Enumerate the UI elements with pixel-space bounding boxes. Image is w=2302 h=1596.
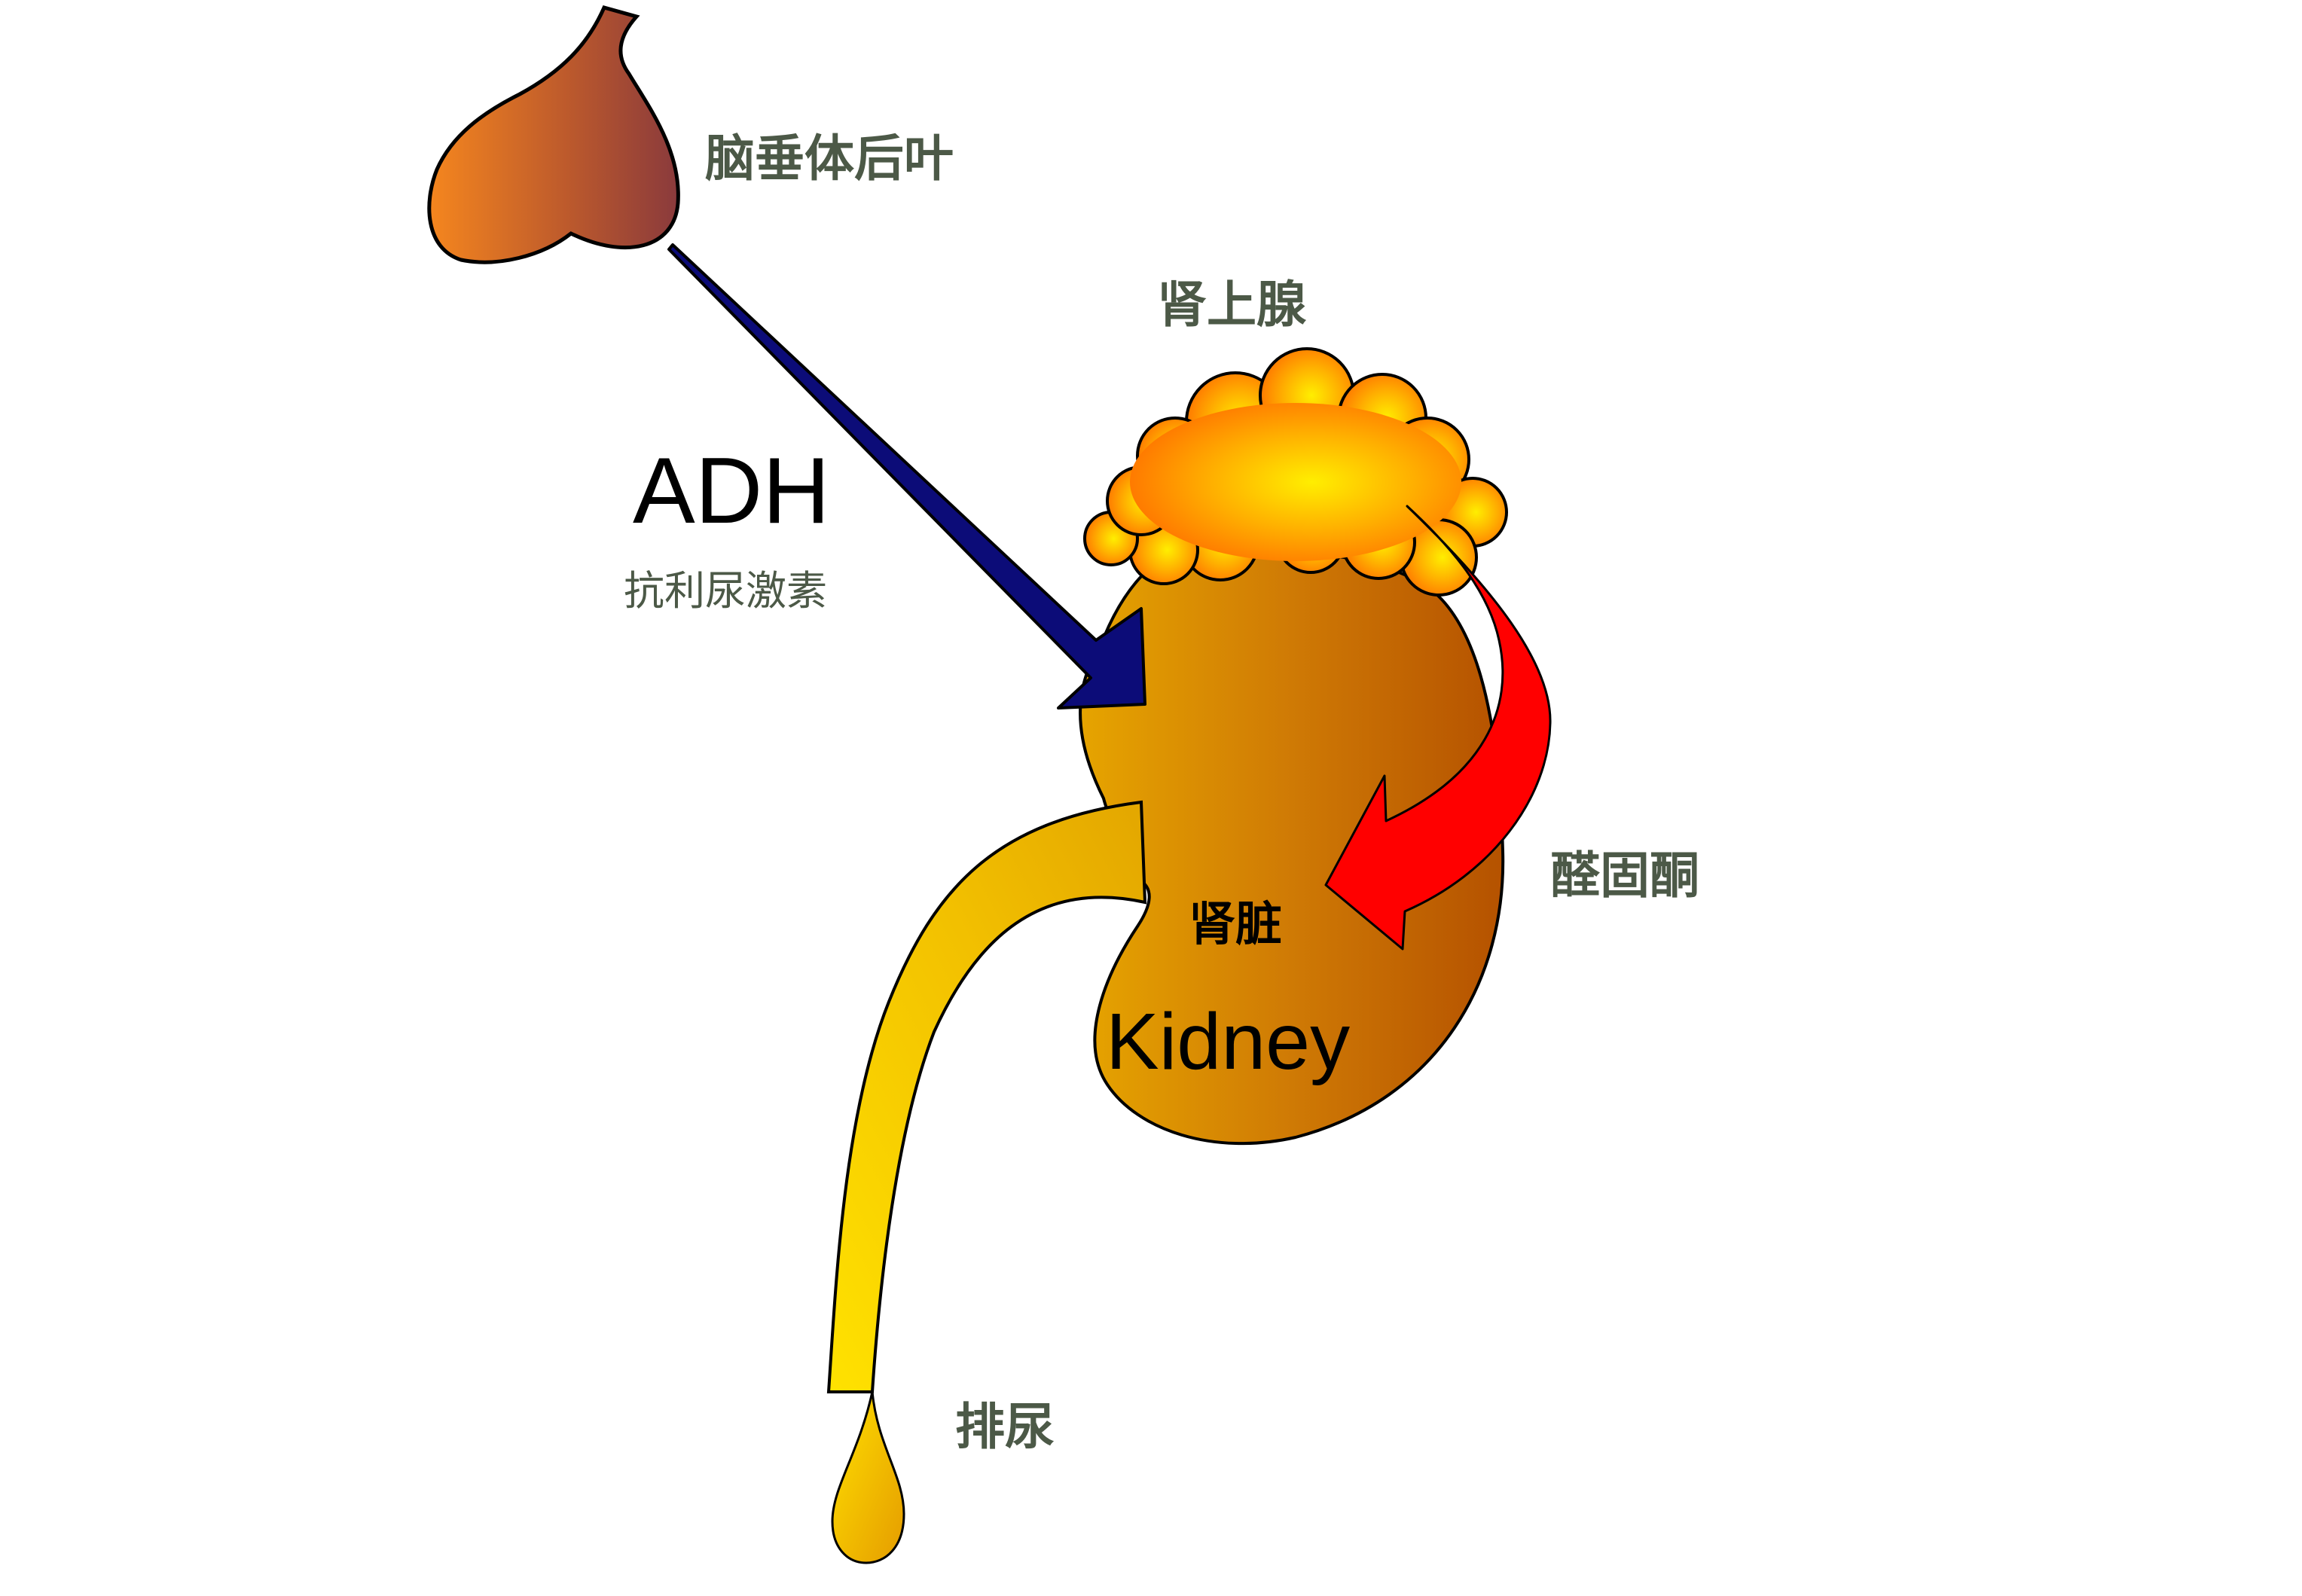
aldosterone-label: 醛固酮	[1550, 847, 1699, 905]
adrenal-label: 肾上腺	[1157, 276, 1306, 334]
kidney-chinese-label: 肾脏	[1189, 896, 1283, 951]
urination-label: 排尿	[955, 1398, 1055, 1456]
adh-chinese-label: 抗利尿激素	[624, 567, 827, 615]
ureter-shape	[826, 800, 1147, 1393]
adh-arrow	[667, 243, 1146, 710]
adh-label: ADH	[633, 439, 830, 543]
pituitary-label: 脑垂体后叶	[705, 130, 954, 188]
adrenal-gland-shape	[1083, 347, 1508, 597]
kidney-shape	[1079, 549, 1505, 1146]
aldosterone-arrow	[1324, 505, 1552, 951]
urine-drop	[831, 1391, 905, 1564]
kidney-english-label: Kidney	[1106, 997, 1351, 1086]
pituitary-gland-shape	[427, 5, 680, 264]
